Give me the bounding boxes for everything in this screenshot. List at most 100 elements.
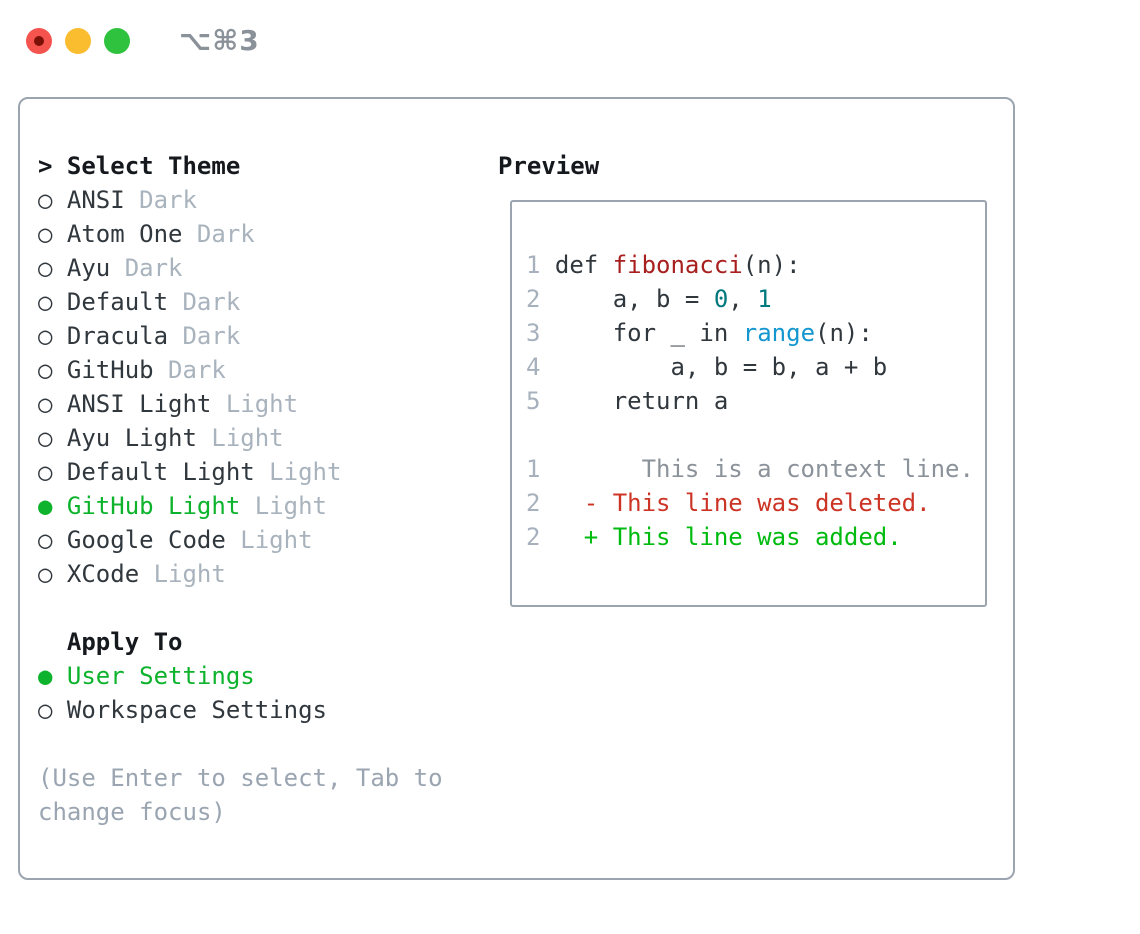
theme-variant-tag: Dark (182, 288, 241, 316)
line-number: 3 (526, 319, 541, 347)
theme-name: Ayu (66, 254, 111, 282)
unsaved-dot-icon (34, 35, 44, 46)
code-token-k: def (554, 251, 613, 279)
line-number: 2 (526, 489, 541, 517)
code-token-p (555, 319, 613, 347)
theme-name: Default Light (66, 458, 255, 486)
code-token-n: 1 (757, 285, 772, 313)
code-content: This is a context line. (555, 452, 974, 486)
code-content: - This line was deleted. (555, 486, 931, 520)
code-token-p: a, b = (554, 285, 714, 313)
code-content: a, b = b, a + b (555, 350, 887, 384)
line-number: 2 (526, 523, 541, 551)
radio-selected-icon: ● (38, 492, 53, 520)
radio-icon: ○ (38, 220, 53, 248)
code-token-k: return (612, 387, 700, 415)
code-token-del: - This line was deleted. (554, 489, 931, 517)
minimize-button[interactable] (65, 27, 91, 54)
code-line: 1 This is a context line. (526, 452, 985, 486)
code-token-k: for (612, 319, 657, 347)
code-token-p: a, b = b, a + b (554, 353, 888, 381)
theme-option-default[interactable]: ○ Default Dark (38, 285, 498, 319)
theme-variant-tag: Light (225, 390, 299, 418)
apply-option-label: Workspace Settings (66, 696, 327, 724)
close-button[interactable] (26, 27, 52, 54)
code-line: 2 - This line was deleted. (526, 486, 985, 520)
theme-name: GitHub Light (66, 492, 241, 520)
line-number: 5 (526, 387, 541, 415)
radio-icon: ○ (38, 390, 53, 418)
code-token-p: (n): (815, 319, 873, 347)
theme-name: Default (66, 288, 169, 316)
code-token-p: , (728, 285, 758, 313)
code-content: a, b = 0, 1 (555, 282, 772, 316)
apply-option-label: User Settings (66, 662, 255, 690)
apply-option-workspace-settings[interactable]: ○Workspace Settings (38, 693, 498, 727)
theme-option-atom-one[interactable]: ○ Atom One Dark (38, 217, 498, 251)
apply-to-header: Apply To (38, 625, 498, 659)
theme-name: ANSI (66, 186, 125, 214)
theme-variant-tag: Light (153, 560, 226, 588)
theme-name: Google Code (66, 526, 226, 554)
code-content: def fibonacci(n): (555, 248, 801, 282)
radio-icon: ○ (38, 288, 53, 316)
code-line: 2 a, b = 0, 1 (526, 282, 985, 316)
theme-name: XCode (66, 560, 140, 588)
theme-variant-tag: Light (254, 492, 327, 520)
line-number (526, 418, 555, 452)
select-theme-title: Select Theme (66, 152, 241, 180)
code-token-add: + This line was added. (554, 523, 902, 551)
radio-icon: ○ (38, 254, 53, 282)
code-token-p: (n): (742, 251, 801, 279)
code-content: return a (555, 384, 729, 418)
theme-option-ansi-light[interactable]: ○ ANSI Light Light (38, 387, 498, 421)
titlebar: ⌥⌘3 (26, 24, 260, 57)
code-content: + This line was added. (555, 520, 902, 554)
theme-name: Atom One (66, 220, 183, 248)
code-token-t: fibonacci (612, 251, 743, 279)
preview-header: Preview (498, 152, 600, 180)
theme-variant-tag: Dark (182, 322, 241, 350)
line-number: 2 (526, 285, 541, 313)
help-text: (Use Enter to select, Tab to change focu… (38, 764, 443, 826)
theme-variant-tag: Dark (196, 220, 255, 248)
theme-option-dracula[interactable]: ○ Dracula Dark (38, 319, 498, 353)
theme-option-ayu[interactable]: ○ Ayu Dark (38, 251, 498, 285)
prompt-icon: > (38, 152, 53, 180)
theme-name: Dracula (66, 322, 169, 350)
apply-option-user-settings[interactable]: ● User Settings (38, 659, 498, 693)
radio-icon: ○ (38, 356, 53, 384)
theme-option-github-light[interactable]: ● GitHub Light Light (38, 489, 498, 523)
code-token-p (728, 319, 742, 347)
line-number: 4 (526, 353, 541, 381)
window-title: ⌥⌘3 (179, 24, 260, 57)
theme-option-xcode[interactable]: ○ XCode Light (38, 557, 498, 591)
code-token-ctx: This is a context line. (554, 455, 974, 483)
code-blank-line (526, 418, 985, 452)
indent-spacer (38, 625, 67, 659)
radio-selected-icon: ● (38, 662, 53, 690)
theme-name: Ayu Light (66, 424, 197, 452)
apply-to-title: Apply To (66, 628, 183, 656)
theme-variant-tag: Light (269, 458, 342, 486)
radio-icon: ○ (38, 322, 53, 350)
code-token-p: a (699, 387, 729, 415)
radio-icon: ○ (38, 424, 53, 452)
theme-option-ayu-light[interactable]: ○ Ayu Light Light (38, 421, 498, 455)
radio-icon: ○ (38, 560, 53, 588)
select-theme-header: > Select Theme (38, 149, 498, 183)
zoom-button[interactable] (104, 27, 130, 54)
theme-name: ANSI Light (66, 390, 212, 418)
code-line: 3 for _ in range(n): (526, 316, 985, 350)
theme-variant-tag: Dark (124, 254, 183, 282)
theme-variant-tag: Light (211, 424, 284, 452)
